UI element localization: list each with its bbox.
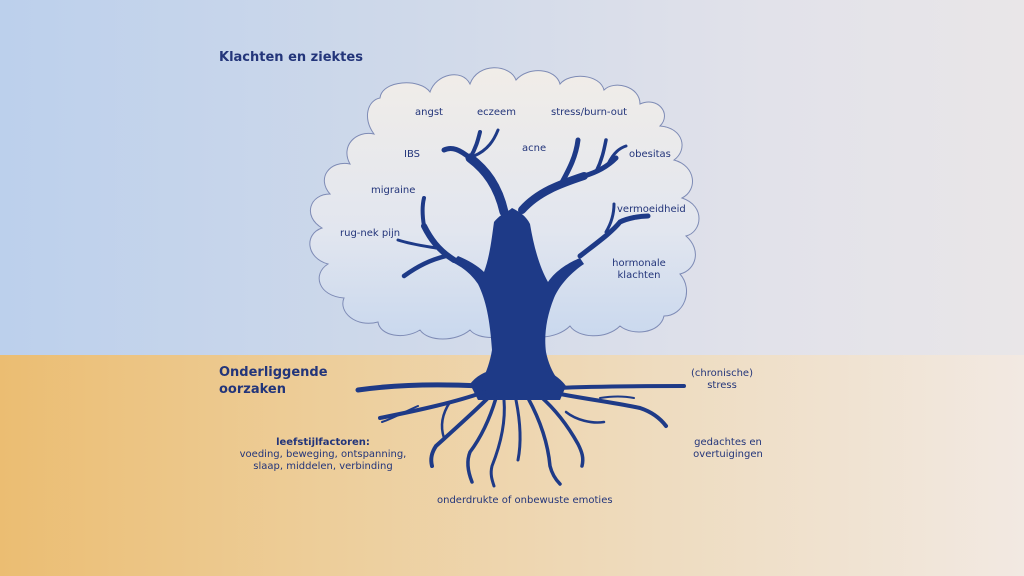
complaint-migraine: migraine [371, 185, 416, 196]
cause-leefstijl-title: leefstijlfactoren: [276, 437, 370, 448]
complaint-rug-nek-pijn: rug-nek pijn [340, 228, 401, 239]
cause-chronische-stress: (chronische) stress [680, 368, 764, 392]
complaint-hormonale-line1: hormonale [612, 258, 666, 269]
tree-trunk [452, 208, 584, 384]
cause-leefstijl-line2: slaap, middelen, verbinding [253, 461, 393, 472]
cause-chronische-line2: stress [707, 380, 737, 391]
cause-onderdrukte-emoties: onderdrukte of onbewuste emoties [437, 495, 613, 506]
complaint-acne: acne [522, 143, 547, 154]
causes-heading-line1: Onderliggende [219, 365, 328, 380]
cause-gedachtes-overtuigingen: gedachtes en overtuigingen [682, 437, 774, 461]
complaint-ibs: IBS [404, 149, 420, 160]
complaint-stress-burnout: stress/burn-out [551, 107, 628, 118]
branches [396, 128, 651, 279]
complaint-hormonale-klachten: hormonale klachten [604, 258, 674, 282]
cause-chronische-line1: (chronische) [691, 368, 753, 379]
complaint-angst: angst [415, 107, 443, 118]
complaint-hormonale-line2: klachten [617, 270, 661, 281]
complaint-eczeem: eczeem [477, 107, 516, 118]
tree-body [355, 128, 686, 488]
cause-leefstijlfactoren: leefstijlfactoren: voeding, beweging, on… [226, 437, 420, 473]
complaint-vermoeidheid: vermoeidheid [617, 204, 686, 215]
roots [355, 382, 686, 488]
root-base [470, 370, 566, 400]
complaint-obesitas: obesitas [629, 149, 671, 160]
complaints-heading: Klachten en ziektes [219, 50, 363, 65]
cause-leefstijl-line1: voeding, beweging, ontspanning, [239, 449, 407, 460]
causes-heading-line2: oorzaken [219, 382, 286, 397]
cause-gedachten-line2: overtuigingen [693, 449, 763, 460]
cause-gedachten-line1: gedachtes en [694, 437, 762, 448]
